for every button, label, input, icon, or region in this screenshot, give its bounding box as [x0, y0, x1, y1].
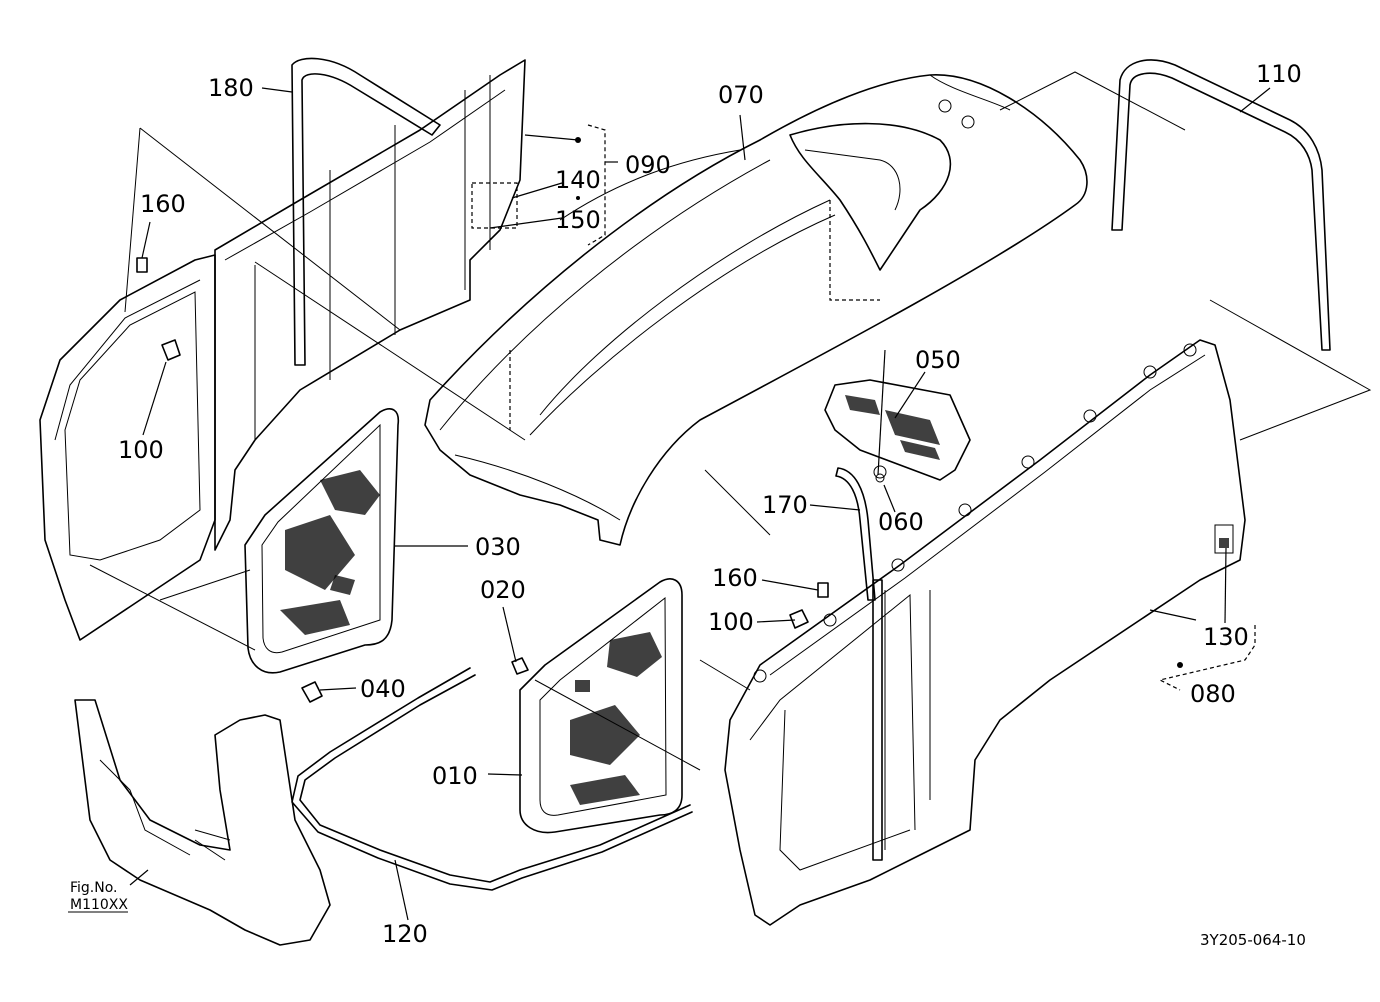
figure-ref-number: M110XX: [70, 897, 128, 913]
left-door-frame: [39, 254, 216, 641]
right-panel-bolt-row: [753, 343, 1197, 683]
callout-030: 030: [475, 533, 521, 561]
callout-dots: [575, 137, 1183, 668]
callout-160-right: 160: [712, 564, 758, 592]
callout-070: 070: [718, 81, 764, 109]
bracket-050: [824, 379, 971, 483]
bolt-100-right: [789, 609, 809, 629]
clip-160-right: [817, 582, 829, 598]
callout-110: 110: [1256, 60, 1302, 88]
callout-010: 010: [432, 762, 478, 790]
rear-seal-180: [291, 57, 441, 366]
callout-leaders: [129, 87, 1271, 921]
callout-080: 080: [1190, 680, 1236, 708]
assembly-guide-lines: [89, 71, 1372, 771]
roof-panel-070: [424, 74, 1088, 546]
side-window-030: [244, 408, 400, 674]
drawing-code: 3Y205-064-10: [1200, 931, 1306, 949]
bolt-100-left: [161, 339, 181, 361]
callout-150: 150: [555, 206, 601, 234]
glass-tint-010: [570, 632, 662, 805]
callout-090: 090: [625, 151, 671, 179]
callout-140: 140: [555, 166, 601, 194]
bolt-020: [511, 657, 529, 675]
figure-ref-label: Fig.No.: [70, 880, 118, 896]
window-seal-120: [291, 667, 693, 891]
callout-130: 130: [1203, 623, 1249, 651]
bolt-040: [301, 681, 323, 703]
callout-labels: 180 070 110 160 090 140 150 050 100 170 …: [118, 60, 1302, 948]
callout-160-left: 160: [140, 190, 186, 218]
callout-050: 050: [915, 346, 961, 374]
clip-160-left: [136, 257, 148, 273]
weather-strip-170: [835, 467, 876, 601]
callout-170: 170: [762, 491, 808, 519]
right-side-panel-080: [724, 339, 1246, 926]
callout-040: 040: [360, 675, 406, 703]
callout-180: 180: [208, 74, 254, 102]
arch-seal-110: [1111, 59, 1331, 351]
side-window-010: [519, 578, 683, 834]
figure-reference: Fig.No. M110XX: [68, 880, 128, 913]
callout-060: 060: [878, 508, 924, 536]
rear-panel-090: [214, 59, 526, 551]
callout-100-left: 100: [118, 436, 164, 464]
callout-100-right: 100: [708, 608, 754, 636]
callout-120: 120: [382, 920, 428, 948]
glass-tint-030: [280, 470, 380, 635]
callout-020: 020: [480, 576, 526, 604]
lower-left-pillar: [74, 699, 331, 946]
